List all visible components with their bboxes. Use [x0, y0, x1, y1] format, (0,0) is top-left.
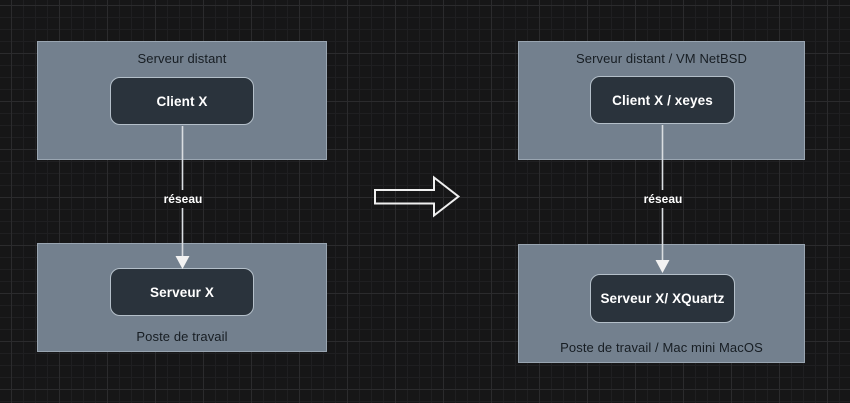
- network-label: réseau: [163, 192, 203, 206]
- panel-title: Poste de travail: [136, 329, 228, 344]
- panel-title: Serveur distant: [137, 51, 227, 66]
- client-x-xeyes-node: Client X / xeyes: [590, 76, 735, 124]
- client-x-node: Client X: [110, 77, 254, 125]
- panel-title: Serveur distant / VM NetBSD: [575, 51, 748, 66]
- x-server-xquartz-node: Serveur X/ XQuartz: [590, 274, 735, 323]
- transform-arrow-icon: [374, 175, 461, 218]
- panel-title: Poste de travail / Mac mini MacOS: [560, 340, 763, 355]
- node-label: Serveur X/ XQuartz: [600, 291, 725, 306]
- x-server-node: Serveur X: [110, 268, 254, 316]
- network-label: réseau: [643, 192, 683, 206]
- node-label: Client X / xeyes: [612, 92, 713, 108]
- node-label: Serveur X: [150, 284, 214, 300]
- node-label: Client X: [156, 93, 208, 109]
